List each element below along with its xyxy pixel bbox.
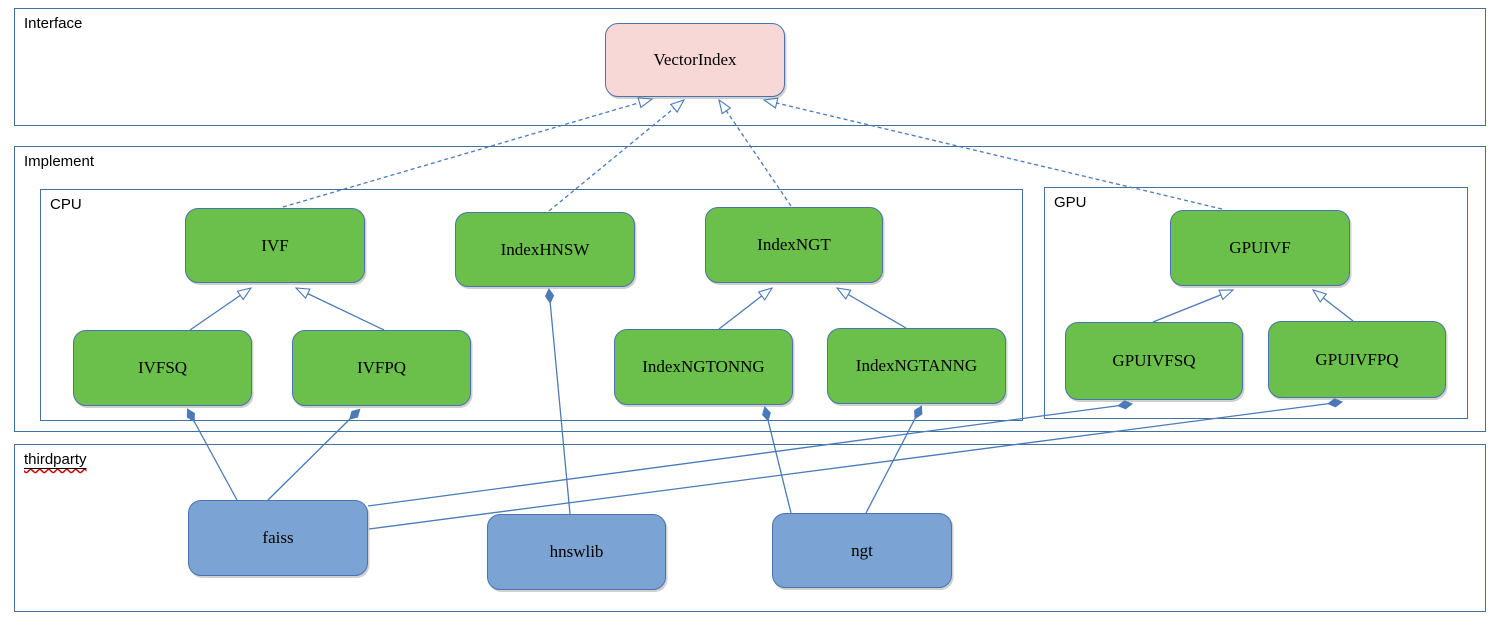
node-GPUIVF: GPUIVF [1170, 210, 1350, 286]
section-label-cpu: CPU [50, 196, 82, 213]
edge-realization-IndexHNSW-to-VectorIndex [548, 100, 684, 212]
section-thirdparty: thirdparty [14, 444, 1486, 612]
node-GPUIVFSQ: GPUIVFSQ [1065, 322, 1243, 400]
edge-inheritance-IVFPQ-to-IVF [296, 288, 385, 331]
node-IVFSQ: IVFSQ [73, 330, 252, 406]
node-label-VectorIndex: VectorIndex [653, 50, 737, 69]
edge-inheritance-IndexNGTANNG-to-IndexNGT [837, 288, 907, 329]
node-ngt: ngt [772, 513, 952, 588]
node-label-hnswlib: hnswlib [549, 542, 604, 561]
section-gpu: GPU [1044, 187, 1468, 419]
section-label-thirdparty: thirdparty [24, 451, 87, 468]
edge-composition-ngt-to-IndexNGTONNG [762, 406, 792, 514]
node-GPUIVFPQ: GPUIVFPQ [1268, 321, 1446, 398]
node-label-faiss: faiss [262, 528, 294, 547]
edge-inheritance-GPUIVFSQ-to-GPUIVF [1152, 289, 1233, 323]
edge-inheritance-GPUIVFPQ-to-GPUIVF [1313, 290, 1354, 322]
node-label-GPUIVFPQ: GPUIVFPQ [1315, 349, 1399, 369]
edge-realization-GPUIVF-to-VectorIndex [764, 100, 1223, 210]
edge-composition-faiss-to-GPUIVFPQ [368, 398, 1343, 530]
node-faiss: faiss [188, 500, 368, 576]
node-label-IndexHNSW: IndexHNSW [500, 239, 590, 259]
node-label-IndexNGTONNG: IndexNGTONNG [642, 357, 765, 376]
edge-composition-faiss-to-IVFPQ [267, 408, 361, 501]
node-IndexNGTONNG: IndexNGTONNG [614, 329, 793, 405]
node-label-IndexNGT: IndexNGT [757, 235, 831, 254]
edge-inheritance-IVFSQ-to-IVF [189, 288, 251, 331]
section-interface: Interface [14, 8, 1486, 126]
section-label-interface: Interface [24, 15, 83, 32]
edge-composition-faiss-to-IVFSQ [186, 408, 238, 501]
edge-inheritance-IndexNGTONNG-to-IndexNGT [718, 288, 772, 330]
section-label-implement: Implement [24, 153, 95, 170]
edge-realization-IndexNGT-to-VectorIndex [719, 100, 792, 207]
node-IndexNGT: IndexNGT [705, 207, 883, 283]
section-label-gpu: GPU [1054, 194, 1087, 211]
node-IndexNGTANNG: IndexNGTANNG [827, 328, 1006, 404]
node-label-IndexNGTANNG: IndexNGTANNG [855, 356, 978, 375]
edge-realization-IVF-to-VectorIndex [282, 99, 652, 208]
edge-composition-hnswlib-to-IndexHNSW [545, 288, 571, 515]
node-IVFPQ: IVFPQ [292, 330, 471, 406]
section-cpu: CPU [40, 189, 1023, 421]
node-label-IVFPQ: IVFPQ [356, 358, 407, 377]
edge-composition-faiss-to-GPUIVFSQ [367, 400, 1133, 507]
node-IVF: IVF [185, 208, 365, 283]
node-label-IVF: IVF [261, 235, 289, 255]
node-VectorIndex: VectorIndex [605, 23, 785, 97]
section-label-text-thirdparty: thirdparty [24, 451, 87, 468]
node-label-IVFSQ: IVFSQ [137, 358, 188, 377]
node-hnswlib: hnswlib [487, 514, 666, 590]
node-label-ngt: ngt [851, 540, 873, 560]
node-label-GPUIVF: GPUIVF [1229, 238, 1291, 257]
node-IndexHNSW: IndexHNSW [455, 212, 635, 287]
node-label-GPUIVFSQ: GPUIVFSQ [1112, 351, 1196, 370]
